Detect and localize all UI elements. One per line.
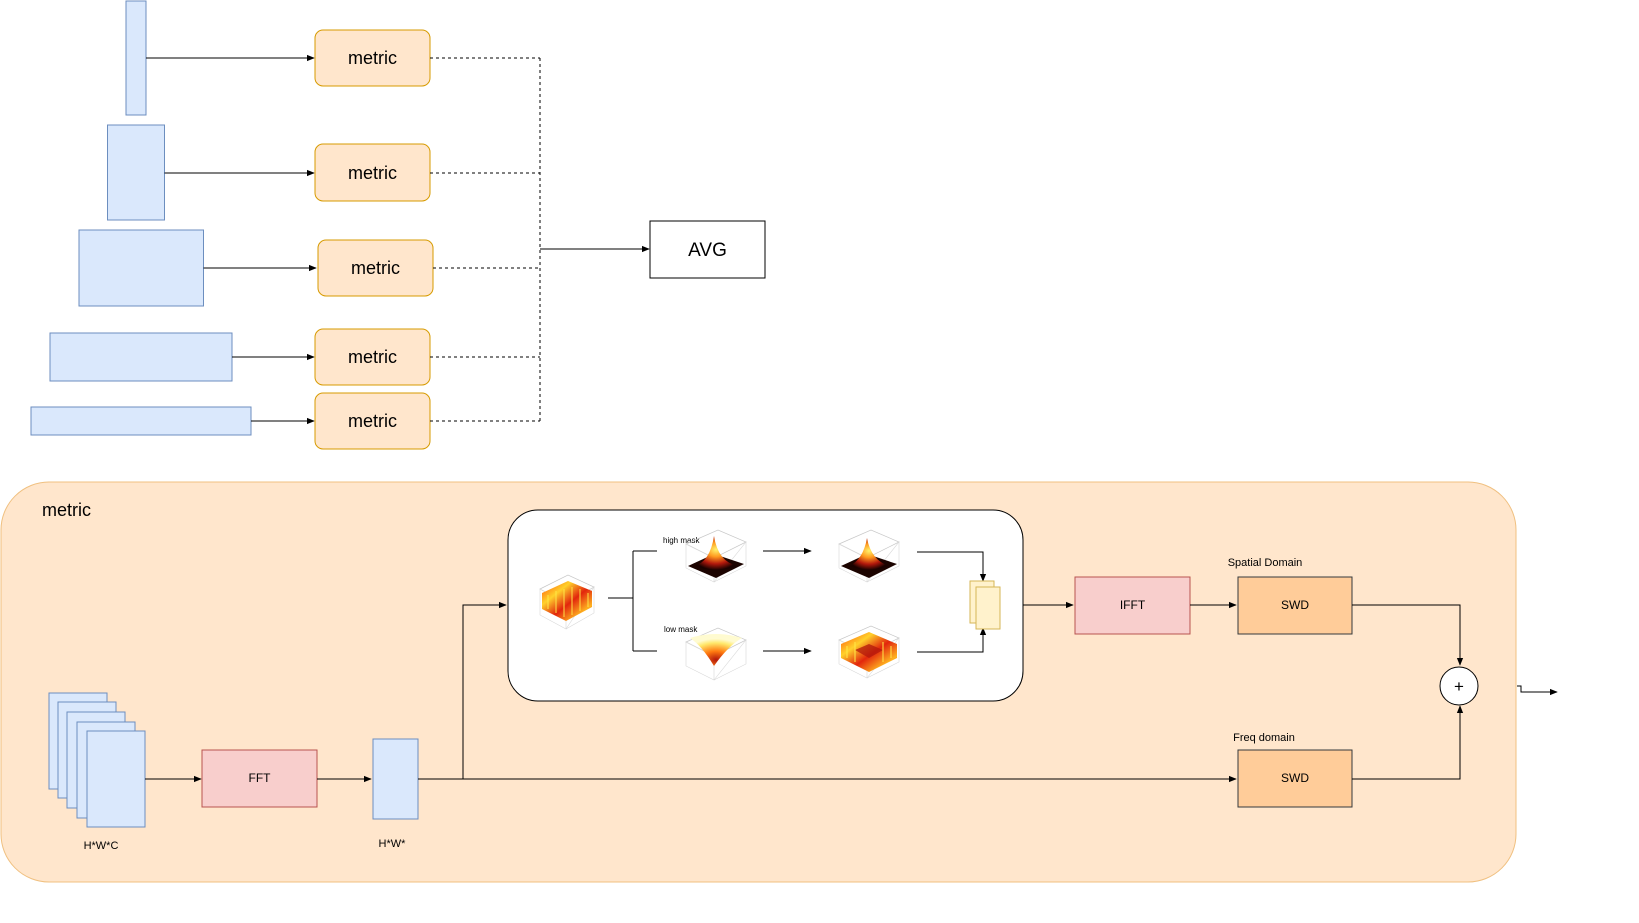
dashed-connectors	[430, 57, 541, 422]
spectrum-plot-icon	[539, 574, 595, 630]
swd-spatial-label: SWD	[1281, 598, 1309, 612]
feature-map-1	[125, 0, 147, 116]
fft-box: FFT	[201, 749, 318, 808]
feature-map-5	[30, 406, 252, 436]
ifft-label: IFFT	[1120, 598, 1146, 612]
metric-boxes: metric metric metric metric metric	[314, 29, 434, 450]
freq-feature-map	[372, 738, 419, 820]
output-arrow	[1517, 685, 1558, 696]
metric-label: metric	[348, 347, 397, 367]
feature-map-3	[78, 229, 204, 307]
branch-to-mask	[418, 601, 507, 780]
concat-stack-icon	[969, 580, 1001, 630]
metric-label: metric	[351, 258, 400, 278]
low-mask-plot-icon	[685, 627, 747, 681]
feature-to-metric-arrows	[146, 54, 317, 425]
metric-panel-title: metric	[42, 500, 91, 520]
ifft-box: IFFT	[1074, 576, 1191, 635]
input-stack	[48, 692, 146, 828]
sum-node: +	[1439, 666, 1479, 706]
spatial-domain-label: Spatial Domain	[1228, 557, 1303, 569]
swd-freq-box: SWD	[1237, 749, 1353, 808]
input-dims-label: H*W*C	[84, 840, 119, 852]
sum-symbol: +	[1454, 677, 1464, 696]
swd-freq-label: SWD	[1281, 771, 1309, 785]
feature-map-2	[107, 124, 165, 221]
metric-label: metric	[348, 48, 397, 68]
freq-dims-label: H*W*	[379, 838, 407, 850]
fork-lines	[608, 550, 657, 652]
high-mask-plot-icon	[685, 529, 747, 583]
metric-box: metric	[314, 328, 431, 386]
avg-box: AVG	[649, 220, 766, 279]
metric-box: metric	[314, 29, 431, 87]
high-mask-label: high mask	[663, 536, 700, 545]
mask-module: high mask low mask	[507, 509, 1024, 702]
feature-map-4	[49, 332, 233, 382]
metric-box: metric	[314, 143, 431, 202]
low-mask-label: low mask	[664, 625, 698, 634]
low-filtered-plot-icon	[838, 625, 900, 679]
metric-box: metric	[317, 239, 434, 297]
swd-spatial-box: SWD	[1237, 576, 1353, 635]
metric-box: metric	[314, 392, 431, 450]
fft-label: FFT	[249, 771, 272, 785]
freq-domain-label: Freq domain	[1233, 732, 1295, 744]
metric-label: metric	[348, 411, 397, 431]
feature-pyramid	[30, 0, 252, 436]
high-filtered-plot-icon	[838, 529, 900, 583]
metric-label: metric	[348, 163, 397, 183]
avg-label: AVG	[688, 240, 727, 261]
